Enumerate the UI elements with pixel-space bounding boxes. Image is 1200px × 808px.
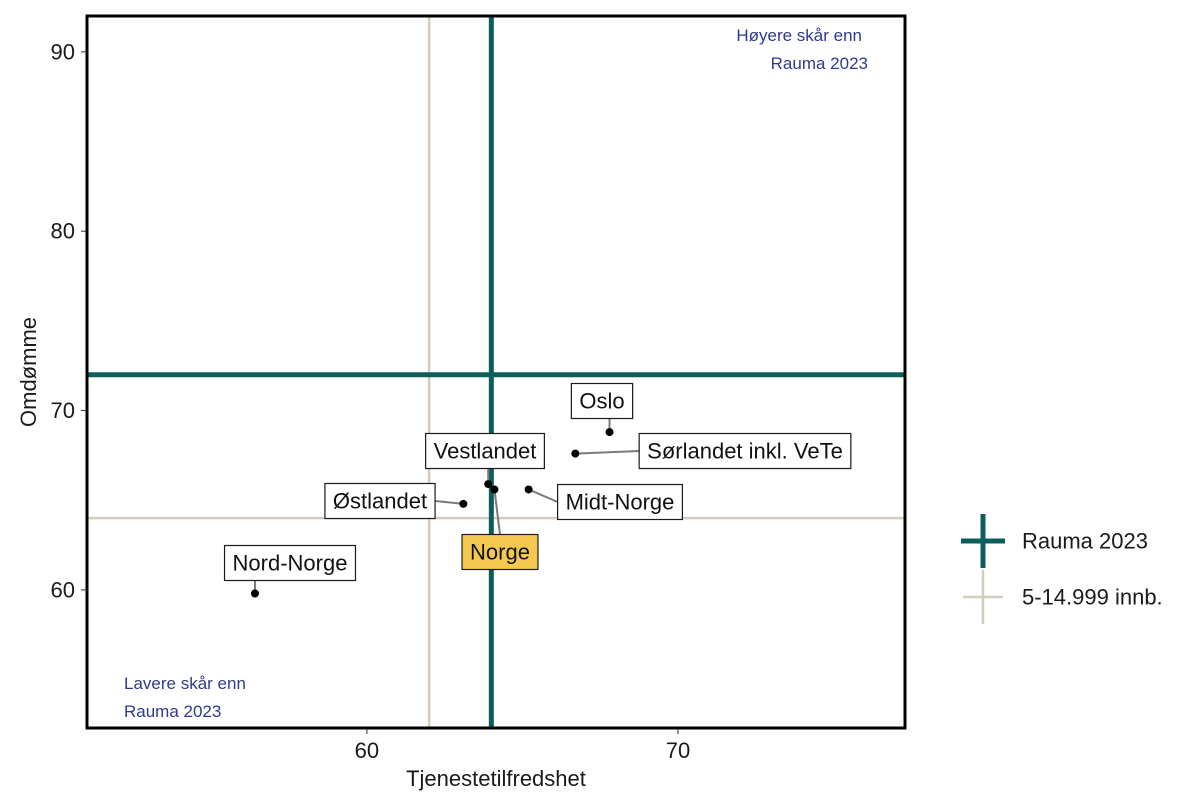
y-tick-label-70: 70 — [51, 398, 75, 423]
point-label-box-midt-norge — [556, 483, 684, 521]
point-label-box-nord-norge — [223, 544, 357, 582]
note-higher-line1: Høyere skår enn — [736, 26, 862, 45]
y-axis-title: Omdømme — [16, 317, 41, 427]
legend: Rauma 2023 5-14.999 innb. — [961, 514, 1163, 624]
point-label-box-norge — [461, 533, 539, 571]
leader--stlandet — [434, 500, 464, 505]
point-label-box-s-rlandet-inkl-vete — [638, 432, 852, 470]
x-tick-label-60: 60 — [355, 738, 379, 763]
x-axis-ticks: 60 70 — [355, 729, 690, 763]
leader-s-rlandet-inkl-vete — [575, 450, 640, 455]
point-label--stlandet: Østlandet — [333, 489, 427, 514]
legend-label-rauma-2023: Rauma 2023 — [1022, 529, 1148, 554]
point-s-rlandet-inkl-vete — [571, 449, 580, 458]
point--stlandet — [459, 499, 468, 508]
point-label-vestlandet: Vestlandet — [434, 439, 537, 464]
point-vestlandet — [484, 480, 493, 489]
y-tick-label-90: 90 — [51, 39, 75, 64]
point-label-midt-norge: Midt-Norge — [566, 490, 675, 515]
x-tick-label-70: 70 — [666, 738, 690, 763]
reference-lines — [87, 16, 905, 728]
point-label-s-rlandet-inkl-vete: Sørlandet inkl. VeTe — [647, 439, 843, 464]
point-label-norge: Norge — [470, 540, 530, 565]
x-axis-title: Tjenestetilfredshet — [406, 766, 586, 791]
point-midt-norge — [524, 485, 533, 494]
plot-frame — [85, 14, 907, 730]
point-label-box-vestlandet — [425, 432, 545, 470]
leader-midt-norge — [528, 488, 558, 503]
point-norge — [490, 485, 499, 494]
point-label-nord-norge: Nord-Norge — [233, 551, 348, 576]
point-label-box-oslo — [570, 382, 634, 420]
point-nord-norge — [250, 589, 259, 598]
y-tick-label-80: 80 — [51, 219, 75, 244]
note-higher-line2: Rauma 2023 — [771, 54, 868, 73]
point-label-box--stlandet — [324, 482, 436, 520]
data-points — [250, 428, 614, 598]
leader-norge — [493, 489, 501, 535]
point-label-oslo: Oslo — [579, 389, 624, 414]
note-lower-line2: Rauma 2023 — [124, 702, 221, 721]
y-axis-ticks: 60 70 80 90 — [51, 39, 86, 602]
y-tick-label-60: 60 — [51, 577, 75, 602]
point-oslo — [605, 428, 614, 437]
note-lower-line1: Lavere skår enn — [124, 674, 246, 693]
legend-label-5-14-999-innb-: 5-14.999 innb. — [1022, 585, 1163, 610]
